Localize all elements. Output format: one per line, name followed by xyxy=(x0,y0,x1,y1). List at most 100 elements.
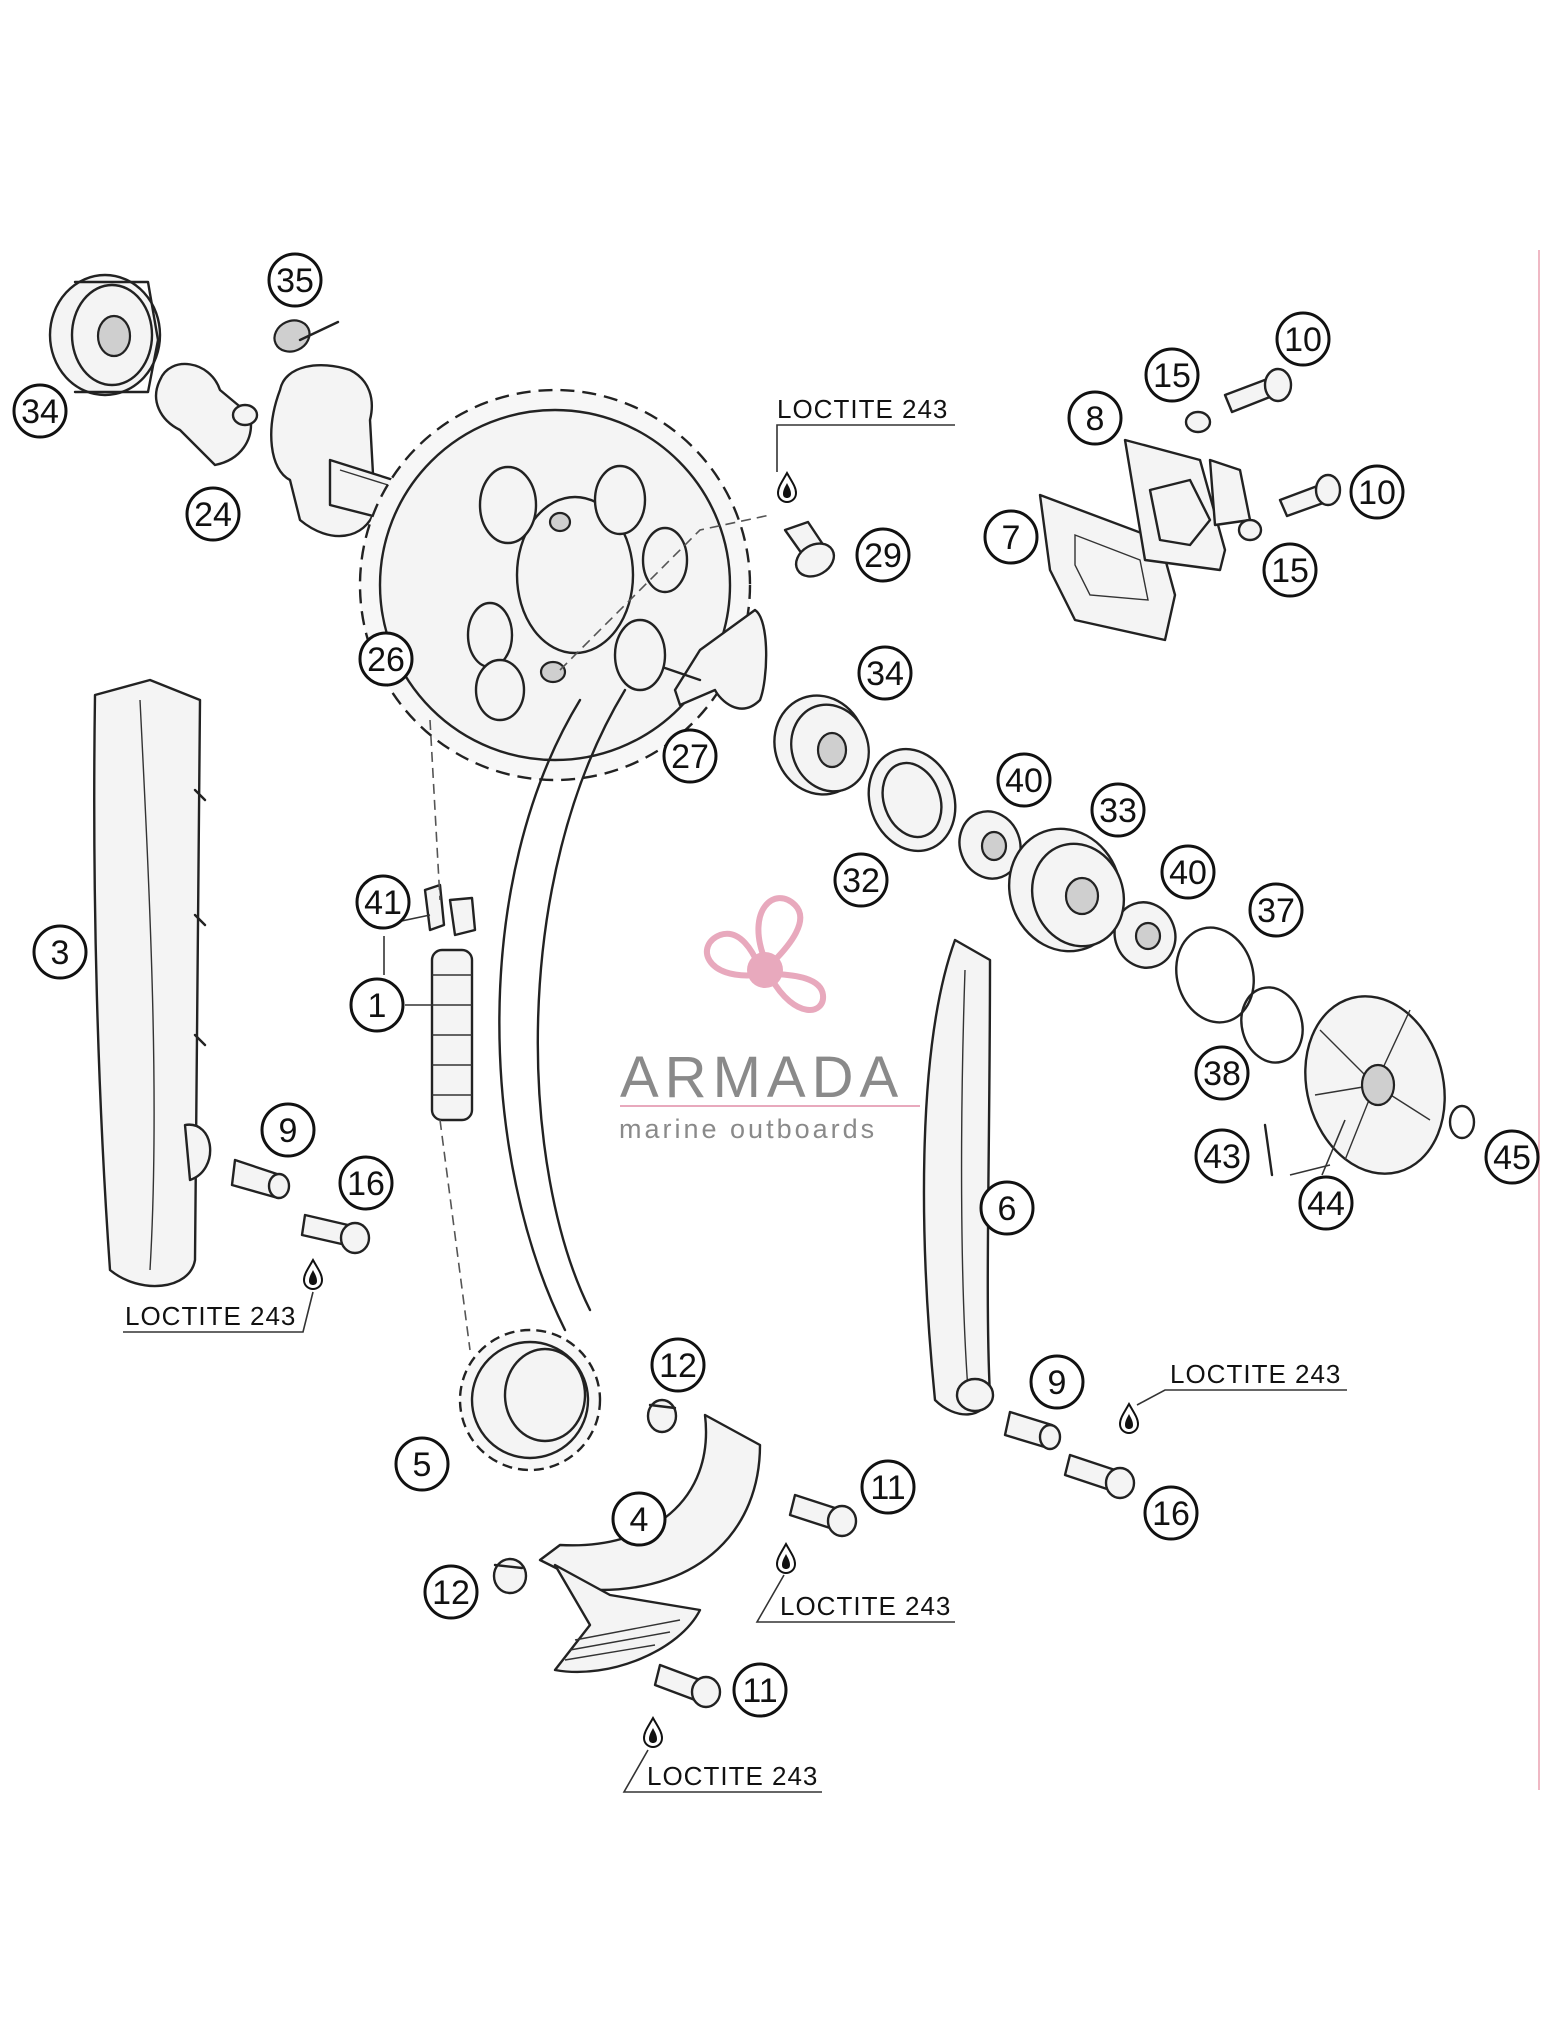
callout-circle xyxy=(1248,882,1304,938)
callout-circle xyxy=(1484,1129,1540,1185)
callout-circle xyxy=(732,1662,788,1718)
callout-27: 27 xyxy=(662,728,718,784)
chain-guide-4 xyxy=(538,1413,762,1674)
callout-number: 1 xyxy=(368,987,387,1025)
callout-number: 15 xyxy=(1271,552,1309,590)
armada-logo: ARMADA marine outboards xyxy=(619,895,920,1144)
callout-circle xyxy=(1143,1485,1199,1541)
callout-number: 32 xyxy=(842,862,880,900)
callout-circle xyxy=(1160,844,1216,900)
bolt-10-upper xyxy=(1223,367,1293,414)
callout-40: 40 xyxy=(1160,844,1216,900)
o-ring-38 xyxy=(1240,986,1304,1064)
callout-circle xyxy=(1275,311,1331,367)
callout-number: 35 xyxy=(276,262,314,300)
callout-34: 34 xyxy=(857,645,913,701)
callout-12: 12 xyxy=(650,1337,706,1393)
callout-45: 45 xyxy=(1484,1129,1540,1185)
callout-circle xyxy=(1262,542,1318,598)
callout-circle xyxy=(996,752,1052,808)
callout-number: 7 xyxy=(1002,519,1021,557)
loctite-note-1: LOCTITE 243 xyxy=(776,394,955,472)
callout-43: 43 xyxy=(1194,1128,1250,1184)
callout-35: 35 xyxy=(267,252,323,308)
callout-circle xyxy=(349,977,405,1033)
callout-11: 11 xyxy=(732,1662,788,1718)
callout-38: 38 xyxy=(1194,1045,1250,1101)
bolt-16-left xyxy=(300,1213,371,1255)
bearing-40-b xyxy=(1113,901,1177,969)
callout-circle xyxy=(1349,464,1405,520)
callout-number: 11 xyxy=(742,1672,777,1710)
crank-sprocket-5 xyxy=(458,1328,602,1472)
callout-number: 43 xyxy=(1203,1138,1241,1176)
callout-number: 15 xyxy=(1153,357,1191,395)
tensioner-rail-6 xyxy=(922,938,995,1416)
callout-26: 26 xyxy=(358,631,414,687)
bearing-40-a xyxy=(958,810,1022,880)
callout-circle xyxy=(394,1436,450,1492)
propeller-logo-icon xyxy=(703,895,827,1013)
callout-circle xyxy=(32,924,88,980)
callout-number: 6 xyxy=(998,1190,1017,1228)
loctite-note-label: LOCTITE 243 xyxy=(125,1301,296,1331)
callout-circle xyxy=(1194,1128,1250,1184)
callout-circle xyxy=(355,874,411,930)
loctite-note-2: LOCTITE 243 xyxy=(123,1291,314,1333)
roller-35 xyxy=(273,319,340,353)
callout-number: 16 xyxy=(347,1165,385,1203)
callout-40: 40 xyxy=(996,752,1052,808)
callout-3: 3 xyxy=(32,924,88,980)
callout-12: 12 xyxy=(423,1564,479,1620)
callout-number: 29 xyxy=(864,537,902,575)
callout-circle xyxy=(611,1491,667,1547)
chain-loop-rail-outer xyxy=(498,698,582,1332)
callout-circle xyxy=(1298,1175,1354,1231)
callout-number: 40 xyxy=(1169,854,1207,892)
chain-path-left xyxy=(429,719,471,1351)
washer-15-lower xyxy=(1237,518,1263,542)
spacer-9-right xyxy=(1003,1410,1062,1451)
bolt-29 xyxy=(783,520,836,578)
loctite-drop-icon xyxy=(303,1259,323,1290)
callout-10: 10 xyxy=(1349,464,1405,520)
impeller-44 xyxy=(1304,995,1446,1175)
callout-6: 6 xyxy=(979,1180,1035,1236)
callout-circle xyxy=(855,527,911,583)
gear-33 xyxy=(1007,827,1126,953)
callout-34: 34 xyxy=(12,383,68,439)
loctite-drop-icon xyxy=(777,472,797,503)
loctite-note-4: LOCTITE 243 xyxy=(755,1574,955,1623)
bushing-12-upper xyxy=(646,1398,678,1434)
callout-circle xyxy=(12,383,68,439)
pin-43 xyxy=(1263,1123,1274,1177)
callout-33: 33 xyxy=(1090,782,1146,838)
callout-number: 45 xyxy=(1493,1139,1531,1177)
callout-number: 3 xyxy=(51,934,70,972)
washer-15-upper xyxy=(1184,410,1212,434)
callout-16: 16 xyxy=(338,1155,394,1211)
callout-15: 15 xyxy=(1144,347,1200,403)
chain-tensioner-8 xyxy=(1123,438,1252,572)
callout-24: 24 xyxy=(185,486,241,542)
callout-number: 9 xyxy=(1048,1364,1067,1402)
callout-circle xyxy=(1144,347,1200,403)
bolt-16-right xyxy=(1063,1453,1136,1500)
callout-number: 38 xyxy=(1203,1055,1241,1093)
callout-5: 5 xyxy=(394,1436,450,1492)
callout-number: 4 xyxy=(630,1501,649,1539)
loctite-note-label: LOCTITE 243 xyxy=(647,1761,818,1791)
bearing-34-mid xyxy=(773,694,870,796)
callout-number: 10 xyxy=(1284,321,1322,359)
callout-number: 8 xyxy=(1086,400,1105,438)
callout-circle xyxy=(423,1564,479,1620)
callout-1: 1 xyxy=(349,977,405,1033)
shim-32 xyxy=(867,747,957,853)
callout-number: 44 xyxy=(1307,1185,1345,1223)
callout-circle xyxy=(267,252,323,308)
spacer-9-left xyxy=(230,1158,291,1200)
callout-number: 5 xyxy=(413,1446,432,1484)
callout-44: 44 xyxy=(1298,1175,1354,1231)
callout-9: 9 xyxy=(1029,1354,1085,1410)
